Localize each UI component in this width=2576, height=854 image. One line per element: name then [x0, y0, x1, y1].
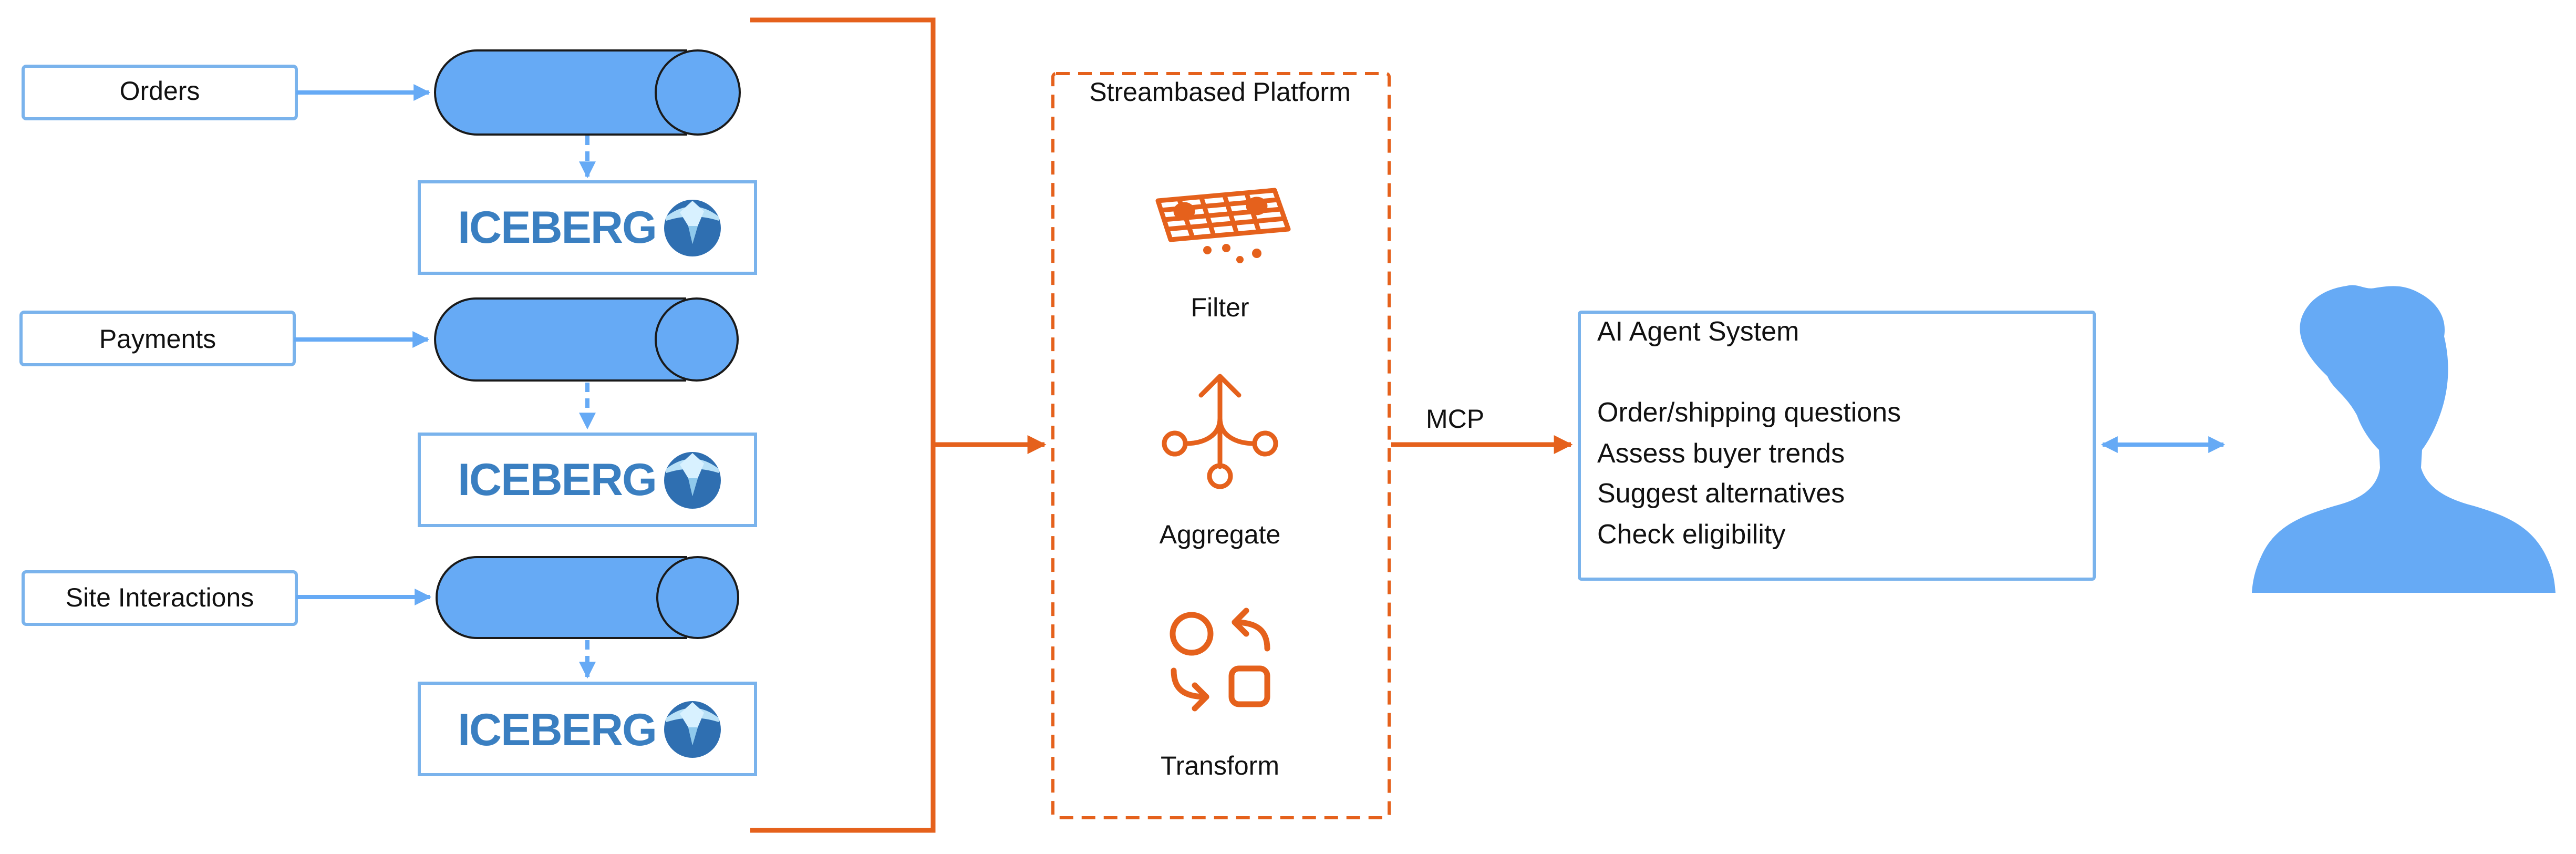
iceberg-logo-text: ICEBERG — [458, 705, 656, 755]
iceberg-table: ICEBERG — [418, 433, 757, 527]
iceberg-table: ICEBERG — [418, 180, 757, 275]
iceberg-logo-text: ICEBERG — [458, 455, 656, 505]
source-label: Payments — [99, 324, 216, 354]
user-icon — [2252, 285, 2556, 593]
aggregate-icon — [1162, 374, 1278, 489]
connection-label: MCP — [1426, 404, 1484, 434]
stream-cylinder — [436, 556, 739, 639]
platform-title: Streambased Platform — [1089, 77, 1350, 107]
platform-boundary — [1051, 72, 1391, 819]
iceberg-logo-icon — [664, 452, 721, 509]
agent-capability: Check eligibility — [1597, 519, 1785, 550]
operation-label-transform: Transform — [1161, 751, 1279, 780]
source-label: Orders — [120, 76, 200, 106]
iceberg-logo-text: ICEBERG — [458, 202, 656, 253]
agent-title: AI Agent System — [1597, 316, 1799, 347]
filter-icon — [1155, 188, 1291, 263]
source-row-orders: Orders ICEBERG — [22, 49, 757, 275]
transform-icon — [1170, 608, 1270, 712]
iceberg-logo-icon — [664, 701, 721, 758]
operation-label-aggregate: Aggregate — [1160, 520, 1281, 549]
sources-bracket — [750, 17, 936, 833]
operation-label-filter: Filter — [1191, 293, 1249, 322]
agent-capability: Suggest alternatives — [1597, 478, 1845, 509]
source-row-site-interactions: Site Interactions ICEBERG — [22, 556, 757, 776]
stream-cylinder — [434, 297, 739, 382]
streambased-platform: Streambased Platform Filter Aggregate — [1051, 72, 1391, 819]
stream-cylinder — [434, 49, 741, 136]
source-row-payments: Payments ICEBERG — [19, 297, 757, 527]
iceberg-logo-icon — [664, 200, 721, 256]
iceberg-table: ICEBERG — [418, 682, 757, 776]
ai-agent-system: AI Agent System Order/shipping questions… — [1578, 311, 2096, 581]
agent-capability: Assess buyer trends — [1597, 438, 1845, 469]
source-label: Site Interactions — [66, 583, 254, 612]
agent-capability: Order/shipping questions — [1597, 397, 1901, 428]
agent-box — [1578, 311, 2096, 581]
